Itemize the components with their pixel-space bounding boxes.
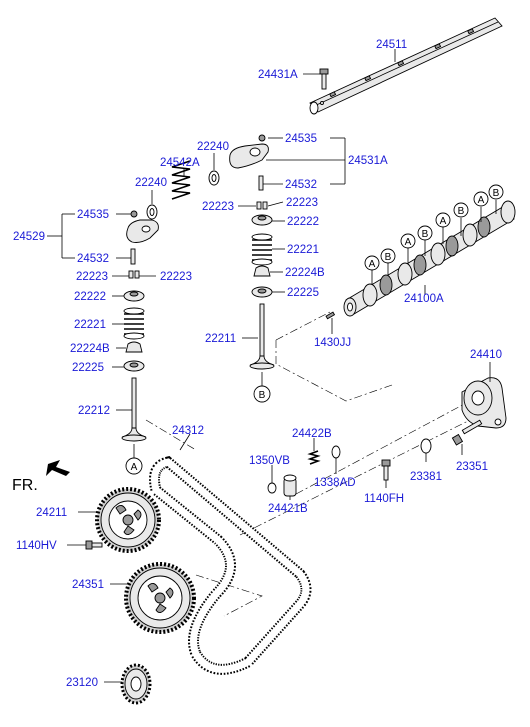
part-label-24535: 24535 (285, 133, 317, 145)
idler-pulley (124, 562, 196, 634)
timing-belt (149, 456, 312, 675)
part-label-24351: 24351 (72, 579, 104, 591)
part-label-22240: 22240 (135, 177, 167, 189)
part-label-24511: 24511 (376, 39, 407, 51)
valve-stack-left (121, 270, 147, 442)
part-label-22240: 22240 (197, 141, 229, 153)
bolt-1140fh (381, 459, 391, 481)
camshaft (343, 200, 516, 317)
part-label-24535: 24535 (77, 209, 109, 221)
part-label-24532: 24532 (77, 253, 109, 265)
part-label-1140hv: 1140HV (16, 540, 57, 552)
pusher-24421b (283, 474, 297, 497)
marker-a: A (131, 462, 138, 473)
front-direction-label: FR. (12, 477, 38, 494)
marker-a: A (369, 259, 376, 270)
part-label-22222: 22222 (74, 291, 106, 303)
bolt-1140hv (85, 540, 103, 550)
part-label-22223: 22223 (286, 197, 318, 209)
valve-stack-middle (249, 201, 275, 370)
rocker-arm-upper (229, 134, 269, 191)
part-label-22221: 22221 (287, 244, 319, 256)
part-label-22224b: 22224B (285, 267, 325, 279)
rocker-shaft (309, 17, 503, 115)
bolt-23351 (451, 419, 483, 446)
part-label-24422b: 24422B (292, 428, 332, 440)
part-label-23351: 23351 (456, 461, 488, 473)
part-label-24531a: 24531A (348, 155, 388, 167)
spring-24542a (171, 160, 191, 200)
tensioner (461, 377, 507, 429)
part-label-23120: 23120 (66, 677, 98, 689)
marker-a: A (440, 216, 447, 227)
marker-a: A (478, 195, 485, 206)
part-label-22224b: 22224B (70, 343, 110, 355)
part-label-22223: 22223 (76, 271, 108, 283)
cam-sprocket (95, 487, 161, 553)
marker-b: B (458, 206, 465, 217)
part-label-24529: 24529 (13, 231, 45, 243)
part-label-22223: 22223 (160, 271, 192, 283)
marker-b: B (385, 252, 392, 263)
part-label-24542a: 24542A (160, 157, 200, 169)
part-label-24410: 24410 (470, 349, 502, 361)
part-label-24421b: 24421B (268, 503, 308, 515)
marker-b: B (422, 229, 429, 240)
part-label-1350vb: 1350VB (249, 455, 290, 467)
part-label-1140fh: 1140FH (364, 493, 404, 505)
part-label-22221: 22221 (74, 319, 106, 331)
part-label-1338ad: 1338AD (314, 477, 356, 489)
part-label-1430jj: 1430JJ (314, 337, 351, 349)
marker-b: B (493, 188, 500, 199)
part-label-22222: 22222 (287, 216, 319, 228)
part-label-24532: 24532 (285, 179, 317, 191)
marker-a: A (405, 237, 412, 248)
part-label-22223: 22223 (202, 201, 234, 213)
bolt-24431a (319, 68, 329, 90)
part-label-22225: 22225 (72, 362, 104, 374)
marker-b: B (259, 390, 266, 401)
part-label-23381: 23381 (410, 471, 442, 483)
part-label-24312: 24312 (172, 425, 204, 437)
rocker-arm-left (126, 210, 159, 265)
part-label-24431a: 24431A (258, 69, 298, 81)
front-arrow-icon (46, 460, 70, 476)
crank-sprocket (120, 663, 152, 705)
part-label-22211: 22211 (205, 333, 236, 345)
part-label-22225: 22225 (287, 287, 319, 299)
part-label-22212: 22212 (78, 405, 110, 417)
part-label-24100a: 24100A (404, 293, 444, 305)
part-label-24211: 24211 (36, 507, 67, 519)
